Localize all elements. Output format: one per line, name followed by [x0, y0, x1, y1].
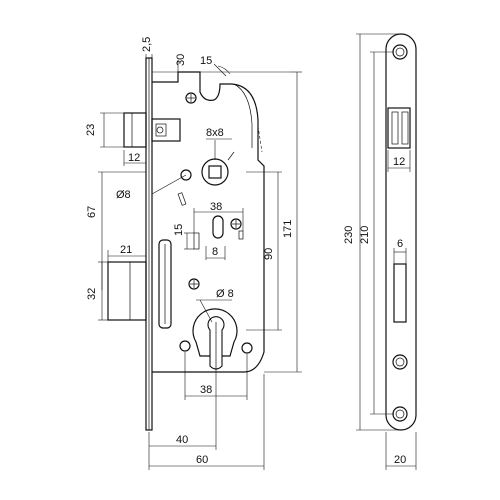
- dim-slot-spacing: 38: [210, 201, 222, 213]
- dead-bolt: [107, 239, 172, 329]
- dim-latch-width: 12: [128, 152, 140, 164]
- screw-middle: [230, 218, 242, 230]
- faceplate-screw-top: [392, 44, 408, 60]
- screw-lower: [188, 278, 200, 290]
- dimension-labels-front: 230 210 12 6 20: [343, 156, 406, 466]
- dim-bolt-height: 32: [86, 288, 98, 300]
- dim-latch-height: 23: [85, 124, 97, 136]
- fixing-hole: [180, 169, 192, 181]
- dim-faceplate-thickness: 2,5: [141, 37, 153, 52]
- dimension-lines-front: [356, 33, 417, 470]
- slot-left: [193, 232, 200, 250]
- faceplate-front-view: [385, 33, 417, 431]
- dimension-labels-side: 2,5 30 15 23 12 8x8 Ø8 67 38 15 8 90 171…: [85, 37, 294, 466]
- dim-backset: 40: [176, 434, 188, 446]
- spindle-hub: [201, 151, 235, 186]
- faceplate-front: [385, 33, 417, 431]
- dim-cylinder-spacing: 38: [200, 384, 212, 396]
- dim-spindle-to-latch: 67: [86, 206, 98, 218]
- dim-screw-spacing: 210: [359, 226, 371, 244]
- dim-faceplate-length: 230: [343, 226, 355, 244]
- faceplate-screw-bottom: [392, 406, 408, 422]
- dim-center-distance: 90: [263, 248, 275, 260]
- faceplate-bolt-opening: [393, 263, 407, 323]
- dim-body-height: 171: [282, 220, 294, 238]
- cylinder-profile: [192, 308, 238, 370]
- dimension-lines-side: [98, 54, 302, 470]
- lock-case-outline: [152, 71, 265, 373]
- bottom-pin: [179, 340, 191, 352]
- dim-screw-dia: Ø8: [116, 189, 131, 201]
- dim-bolt-throw: 21: [120, 244, 132, 256]
- faceplate-screw-middle: [392, 354, 408, 370]
- dim-body-depth: 60: [196, 454, 208, 466]
- lock-body-side-view: [107, 57, 265, 431]
- faceplate-latch-opening: [387, 107, 411, 149]
- screw-top: [185, 92, 197, 104]
- dim-slot-width: 8: [212, 246, 218, 258]
- slot-oblong: [212, 215, 224, 239]
- dim-backset-top: 30: [175, 54, 187, 66]
- dim-bolt-hole-width: 6: [397, 238, 403, 250]
- dim-slot-height: 15: [173, 224, 185, 236]
- dim-latch-angle: 15: [200, 55, 212, 67]
- dim-spindle: 8x8: [206, 127, 224, 139]
- dim-cylinder-dia: Ø 8: [216, 288, 234, 300]
- latch-bolt: [123, 112, 181, 148]
- dim-faceplate-width: 20: [394, 454, 406, 466]
- dim-faceplate-latch-width: 12: [393, 156, 405, 168]
